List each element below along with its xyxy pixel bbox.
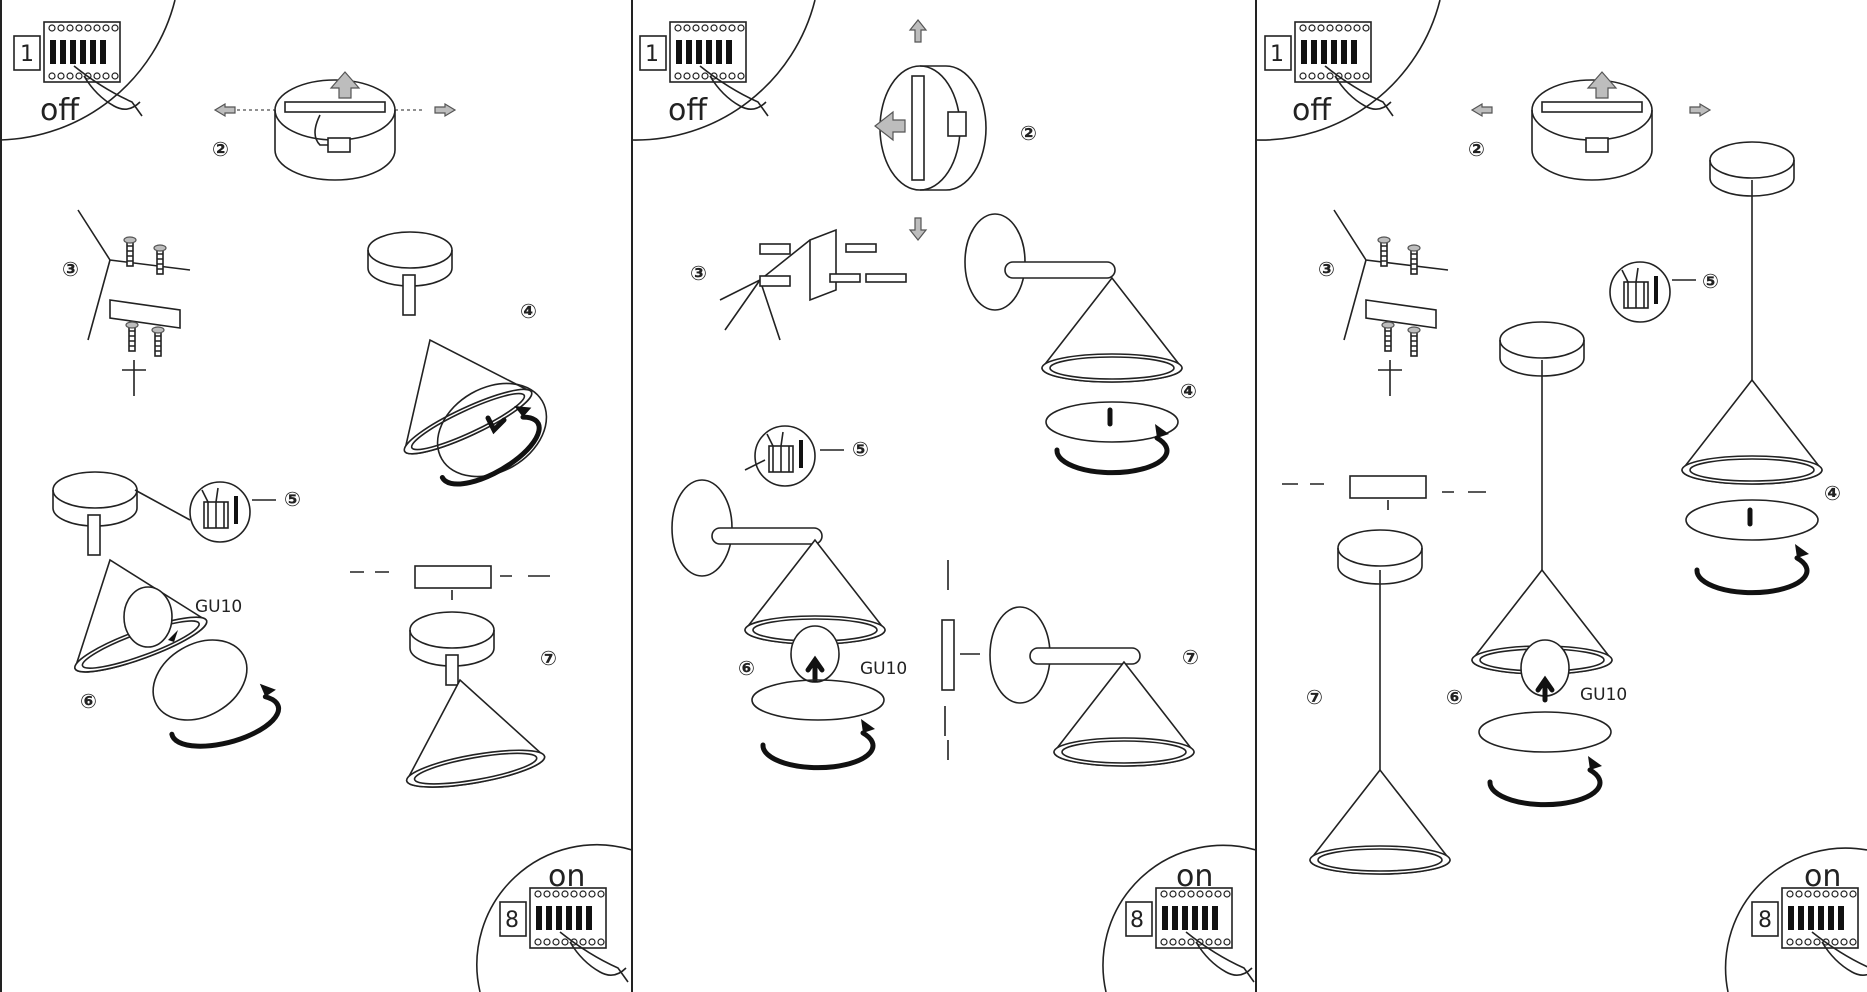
power-off-inset: 1 off xyxy=(0,0,176,141)
on-label: on xyxy=(1176,859,1213,894)
wall-plate-step: ② xyxy=(874,19,1037,241)
power-on-inset: 8 on xyxy=(476,843,633,992)
power-on-inset-3: 8 on xyxy=(1724,847,1867,992)
gu10-label: GU10 xyxy=(1580,685,1627,705)
step-6-label: ⑥ xyxy=(738,656,755,680)
bracket-fixing-step: ③ xyxy=(62,209,191,396)
shade-lens-step: ④ xyxy=(365,231,564,497)
panel-dividers xyxy=(0,0,1257,992)
ceiling-plate-step: ② xyxy=(1468,71,1712,181)
step-6-label: ⑥ xyxy=(80,689,97,713)
power-off-inset-2: 1 off xyxy=(631,0,816,141)
step-2-label: ② xyxy=(212,137,229,161)
switch-step-number: 1 xyxy=(20,42,34,67)
off-label: off xyxy=(40,93,80,128)
final-assembly-step: ⑦ xyxy=(350,565,557,796)
step-5-label: ⑤ xyxy=(284,487,301,511)
gu10-label: GU10 xyxy=(195,597,242,617)
step-7-label: ⑦ xyxy=(1182,645,1199,669)
switch-end-number: 8 xyxy=(505,908,519,933)
switch-end-number: 8 xyxy=(1130,908,1144,933)
gu10-label: GU10 xyxy=(860,659,907,679)
panel-pendant-lamp: 1 off ② ③ ⑤ xyxy=(1255,0,1867,992)
step-4-label: ④ xyxy=(1180,379,1197,403)
step-5-label: ⑤ xyxy=(1702,269,1719,293)
on-label: on xyxy=(548,859,585,894)
pendant-connector-step: ⑤ xyxy=(1609,261,1719,323)
step-2-label: ② xyxy=(1020,121,1037,145)
wall-bracket-step: ③ xyxy=(690,228,907,341)
off-label: off xyxy=(1292,93,1332,128)
step-3-label: ③ xyxy=(690,261,707,285)
step-5-label: ⑤ xyxy=(852,437,869,461)
bulb-insertion-step: ⑤ GU10 ⑥ xyxy=(43,471,301,756)
switch-end-number: 8 xyxy=(1758,908,1772,933)
wall-lamp-shade-step: ④ xyxy=(964,213,1197,473)
on-label: on xyxy=(1804,859,1841,894)
step-7-label: ⑦ xyxy=(1306,685,1323,709)
panel-wall-lamp: 1 off ② ③ xyxy=(631,0,1257,992)
off-label: off xyxy=(668,93,708,128)
step-6-label: ⑥ xyxy=(1446,685,1463,709)
mounting-plate-step: ② xyxy=(212,71,457,181)
wall-bulb-step: ⑤ GU10 ⑥ xyxy=(671,425,907,768)
step-4-label: ④ xyxy=(520,299,537,323)
step-4-label: ④ xyxy=(1824,481,1841,505)
pendant-final-step: ⑦ xyxy=(1282,475,1486,875)
step-3-label: ③ xyxy=(62,257,79,281)
step-3-label: ③ xyxy=(1318,257,1335,281)
pendant-shade-step: ④ xyxy=(1681,141,1841,593)
wall-final-step: ⑦ xyxy=(941,560,1199,767)
switch-step-number: 1 xyxy=(645,42,659,67)
power-on-inset-2: 8 on xyxy=(1102,844,1257,992)
panel-spot-lamp: 1 off ② ③ xyxy=(0,0,633,992)
switch-step-number: 1 xyxy=(1270,42,1284,67)
pendant-bracket-step: ③ xyxy=(1318,209,1449,396)
pendant-bulb-step: GU10 ⑥ xyxy=(1446,321,1627,805)
power-off-inset-3: 1 off xyxy=(1255,0,1441,141)
step-2-label: ② xyxy=(1468,137,1485,161)
step-7-label: ⑦ xyxy=(540,646,557,670)
